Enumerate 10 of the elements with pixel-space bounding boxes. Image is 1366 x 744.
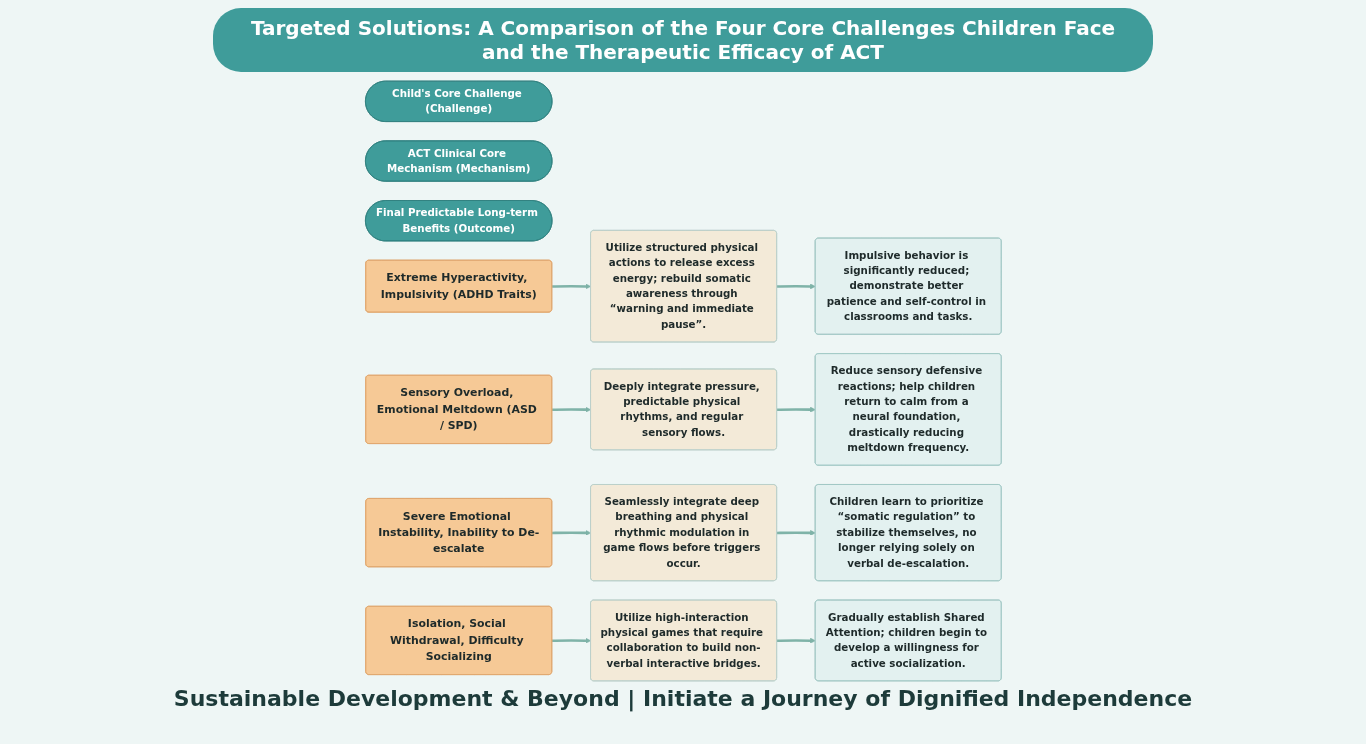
footer-text: Sustainable Development & Beyond | Initiate a Journey of Dignified Independence: [173, 686, 1193, 711]
arrow: [551, 283, 591, 290]
arrow: [776, 406, 816, 413]
arrow: [551, 406, 591, 413]
title-banner: Targeted Solutions: A Comparison of the Four Core Challenges Children Face and the Therapeutic Efficacy of ACT: [213, 8, 1153, 72]
arrow: [776, 637, 816, 644]
arrow: [776, 530, 816, 536]
arrow: [776, 283, 816, 290]
arrow: [551, 637, 591, 644]
arrow: [551, 530, 591, 536]
